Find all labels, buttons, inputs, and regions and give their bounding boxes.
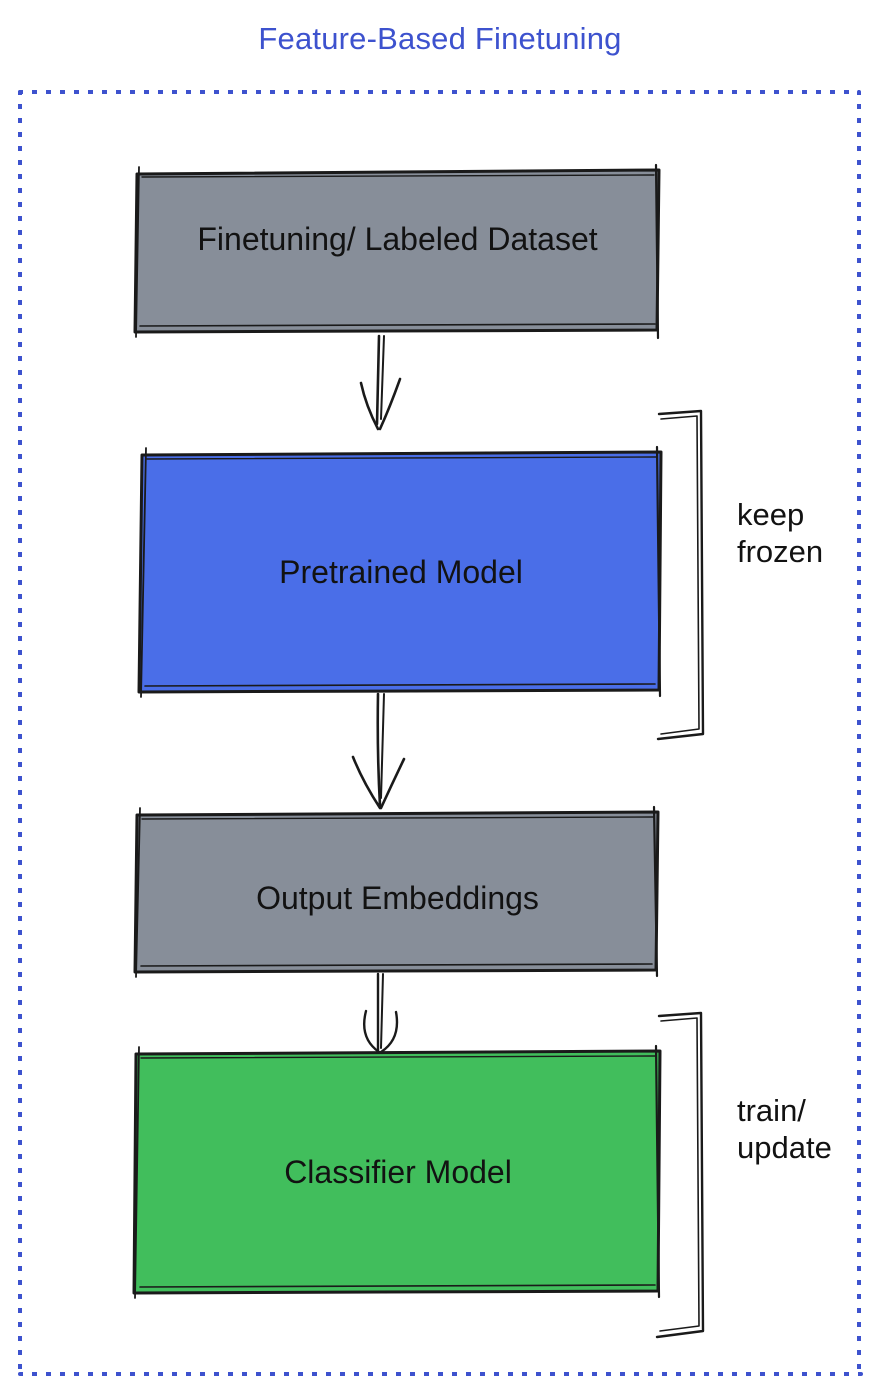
node-pretrained-label: Pretrained Model: [141, 453, 661, 691]
node-dataset-text: Finetuning/ Labeled Dataset: [197, 220, 598, 257]
node-embeddings-shape: [133, 805, 660, 978]
annotation-keep-frozen-line2: frozen: [737, 534, 824, 569]
node-pretrained-text: Pretrained Model: [279, 553, 523, 590]
node-embeddings-text: Output Embeddings: [256, 879, 539, 916]
annotation-train-update-line1: train/: [737, 1093, 806, 1128]
node-classifier-shape: [132, 1044, 662, 1299]
arrow-pretrained-to-embeddings: [351, 692, 406, 810]
node-dataset-label: Finetuning/ Labeled Dataset: [137, 172, 658, 332]
node-dataset-shape: [133, 163, 661, 340]
node-classifier-label: Classifier Model: [135, 1052, 661, 1292]
node-classifier-text: Classifier Model: [284, 1153, 512, 1190]
bracket-train-update: [655, 1011, 705, 1339]
frame-border-right: [857, 90, 861, 1376]
frame-border-top: [18, 90, 860, 94]
annotation-train-update-line2: update: [737, 1130, 832, 1165]
bracket-keep-frozen: [656, 409, 705, 741]
annotation-keep-frozen: keep frozen: [737, 496, 823, 570]
node-pretrained-shape: [137, 445, 663, 698]
frame-border-left: [18, 90, 22, 1376]
page-title: Feature-Based Finetuning: [258, 21, 622, 56]
arrow-dataset-to-pretrained: [359, 334, 402, 431]
arrow-embeddings-to-classifier: [362, 972, 399, 1054]
frame-border-bottom: [18, 1372, 863, 1376]
annotation-train-update: train/ update: [737, 1092, 832, 1166]
node-embeddings-label: Output Embeddings: [137, 813, 658, 971]
annotation-keep-frozen-line1: keep: [737, 497, 805, 532]
